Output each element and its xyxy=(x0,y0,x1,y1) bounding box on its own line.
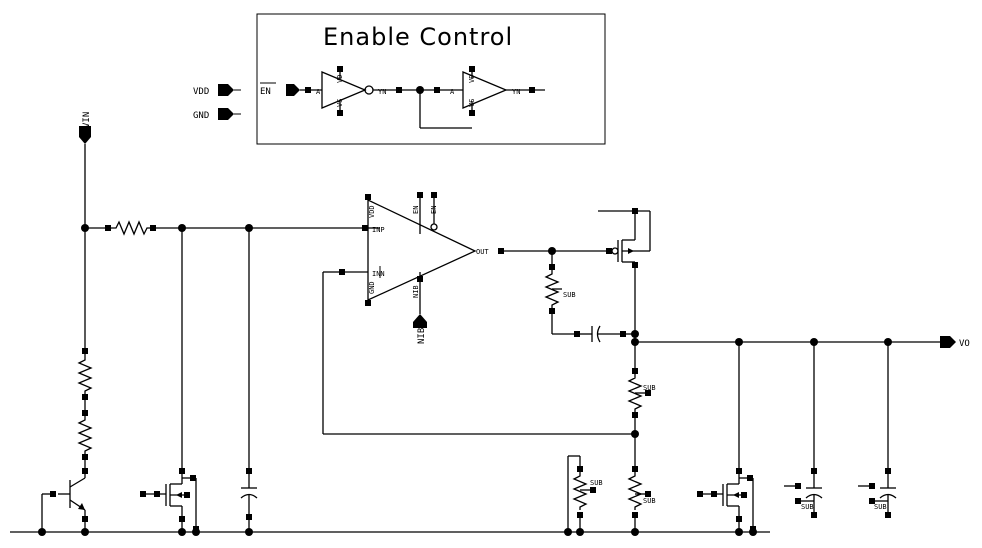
svg-text:SUB: SUB xyxy=(801,503,814,511)
inverter-1-symbol[interactable]: VD VS xyxy=(321,66,374,116)
error-amplifier[interactable] xyxy=(367,198,477,302)
svg-text:NIB: NIB xyxy=(412,285,420,298)
inverter-2-symbol[interactable]: VD VS xyxy=(462,66,508,116)
svg-text:SUB: SUB xyxy=(590,479,603,487)
divider-resistor-top[interactable] xyxy=(77,354,93,396)
svg-text:SUB: SUB xyxy=(643,497,656,505)
pmos-pass-transistor[interactable] xyxy=(611,239,640,263)
svg-text:YN: YN xyxy=(378,88,386,96)
input-resistor[interactable] xyxy=(111,220,150,236)
vdd-pin[interactable] xyxy=(218,84,241,96)
svg-text:VD: VD xyxy=(336,75,344,83)
svg-text:SUB: SUB xyxy=(563,291,576,299)
svg-text:EN: EN xyxy=(430,206,438,214)
svg-text:GND: GND xyxy=(368,281,376,294)
enable-control-frame xyxy=(256,13,606,145)
gnd-pin-label: GND xyxy=(193,111,209,121)
vo-port-label: VO xyxy=(959,339,970,349)
svg-text:SUB: SUB xyxy=(643,384,656,392)
svg-text:SUB: SUB xyxy=(874,503,887,511)
vdd-pin-label: VDD xyxy=(193,87,209,97)
svg-text:OUT: OUT xyxy=(476,248,489,256)
svg-text:VD: VD xyxy=(468,75,476,83)
nib-port[interactable] xyxy=(413,314,427,328)
enable-control-title: Enable Control xyxy=(323,23,513,51)
svg-text:INN: INN xyxy=(372,270,385,278)
svg-text:YN: YN xyxy=(512,88,520,96)
trim-resistor[interactable] xyxy=(572,472,588,510)
output-capacitor-1[interactable] xyxy=(805,474,823,512)
output-capacitor-2[interactable] xyxy=(879,474,897,512)
vo-port[interactable] xyxy=(940,336,956,348)
svg-text:VDD: VDD xyxy=(368,205,376,218)
input-capacitor[interactable] xyxy=(240,474,258,514)
en-pin[interactable] xyxy=(286,84,300,96)
svg-text:INP: INP xyxy=(372,226,385,234)
divider-resistor-bottom[interactable] xyxy=(77,416,93,456)
feedback-resistor-bottom[interactable] xyxy=(627,472,643,510)
svg-text:VS: VS xyxy=(468,99,476,107)
gnd-pin[interactable] xyxy=(218,108,241,120)
compensation-capacitor[interactable] xyxy=(591,325,601,343)
bjt-transistor[interactable] xyxy=(58,477,86,511)
en-pin-label: EN xyxy=(260,87,271,97)
svg-text:A: A xyxy=(316,88,321,96)
nib-port-label: NIB xyxy=(417,328,427,344)
svg-text:EN: EN xyxy=(412,206,420,214)
svg-text:A: A xyxy=(450,88,455,96)
enable-control-block: Enable Control VDD GND EN A VD xyxy=(193,13,606,145)
vin-port-label: VIN xyxy=(82,112,92,128)
vin-port[interactable] xyxy=(79,126,91,144)
svg-text:VS: VS xyxy=(336,99,344,107)
